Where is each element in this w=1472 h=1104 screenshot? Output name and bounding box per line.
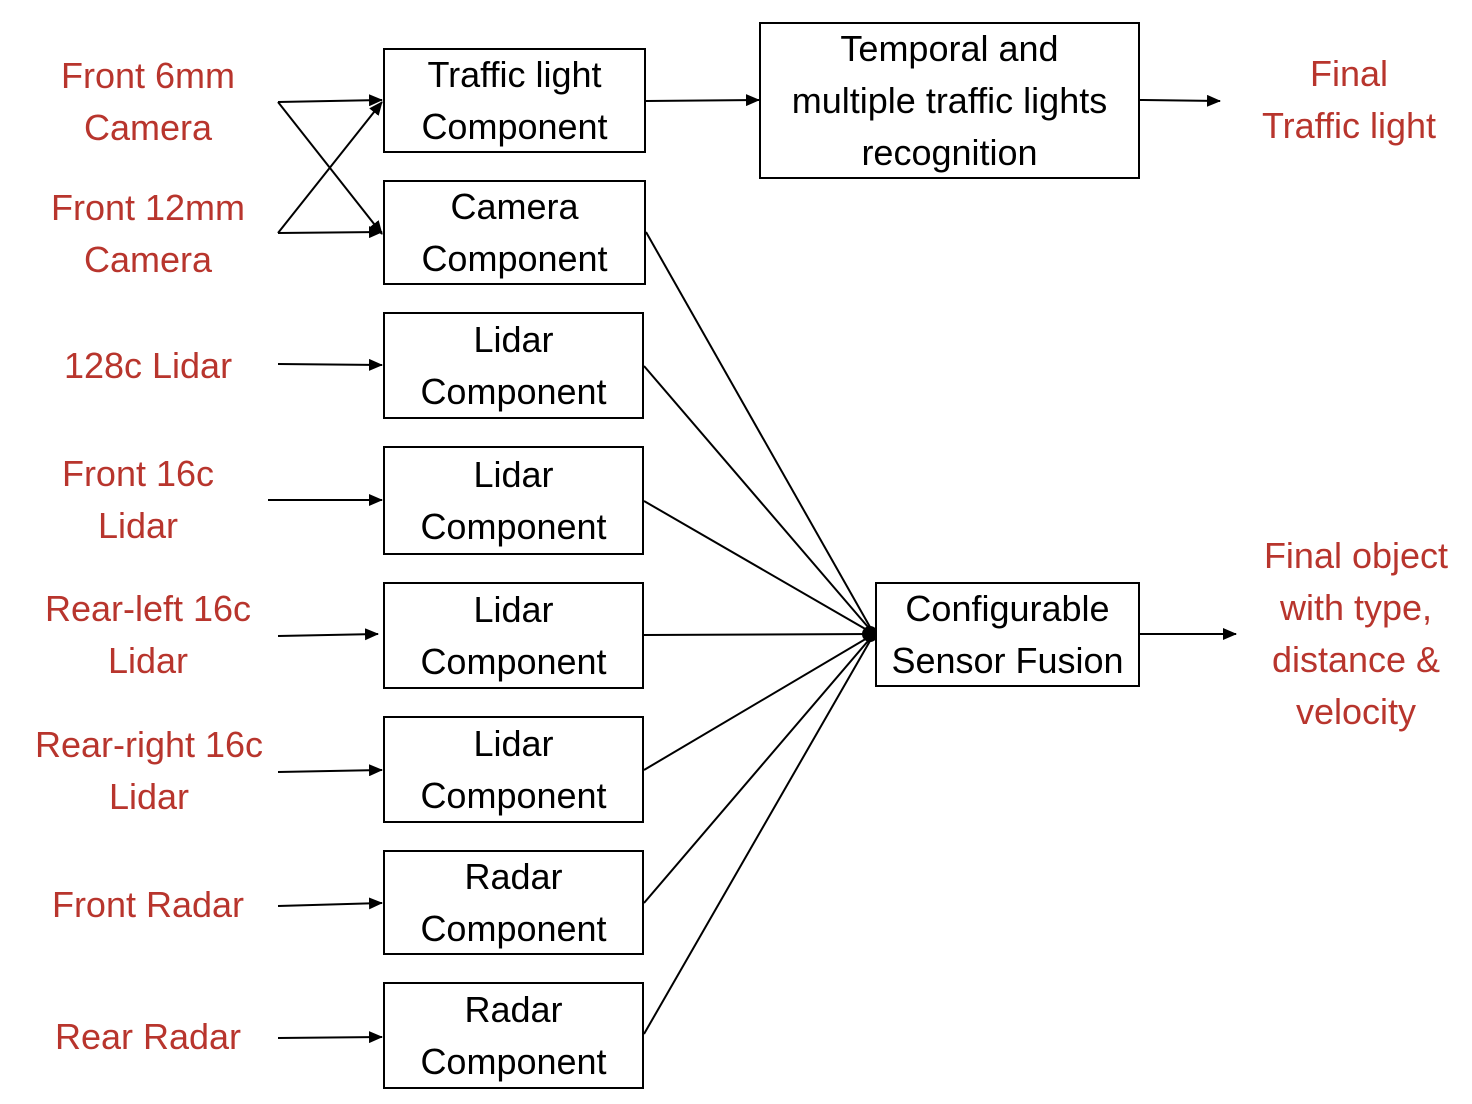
lidar-component-2-line2: Component <box>420 505 607 547</box>
lidar-component-box-3: Lidar Component <box>383 582 644 689</box>
radar-component-box-1: Radar Component <box>383 850 644 955</box>
wire-lidar3-to-fusion <box>643 633 875 636</box>
wire-temporal-to-output <box>1139 94 1221 107</box>
wire-front12-to-traffic <box>277 101 383 234</box>
radar-component-1-line2: Component <box>420 907 607 949</box>
temporal-line1: Temporal and <box>840 27 1059 69</box>
lidar-component-4-line2: Component <box>420 774 607 816</box>
source-128c-lidar: 128c Lidar <box>63 345 233 386</box>
wire-front6-to-traffic <box>277 94 383 107</box>
wire-rearradar-input <box>277 1031 383 1044</box>
radar-component-2-line2: Component <box>420 1040 607 1082</box>
camera-component-line1: Camera <box>450 185 579 227</box>
radar-component-1-line1: Radar <box>464 855 563 897</box>
wire-camera-to-fusion <box>645 231 875 635</box>
output-final-object: Final object with type, distance & veloc… <box>1263 535 1449 732</box>
fusion-line2: Sensor Fusion <box>891 639 1124 681</box>
traffic-light-component-line2: Component <box>421 105 608 147</box>
fusion-junction-dot <box>862 626 878 642</box>
lidar-component-box-4: Lidar Component <box>383 716 644 823</box>
source-rear-radar: Rear Radar <box>54 1016 242 1057</box>
camera-component-box: Camera Component <box>383 180 646 285</box>
wire-traffic-to-temporal <box>645 94 760 107</box>
wire-rearleft16-input <box>277 628 379 641</box>
wire-lidar4-to-fusion <box>643 633 875 771</box>
wire-rearright16-input <box>277 764 383 777</box>
source-front-radar: Front Radar <box>51 884 245 925</box>
lidar-component-3-line1: Lidar <box>473 588 554 630</box>
radar-component-box-2: Radar Component <box>383 982 644 1089</box>
wire-lidar2-to-fusion <box>643 500 875 635</box>
wire-lidar1-to-fusion <box>643 365 875 635</box>
temporal-line2: multiple traffic lights <box>791 79 1108 121</box>
lidar-component-box-2: Lidar Component <box>383 446 644 555</box>
lidar-component-4-line1: Lidar <box>473 722 554 764</box>
radar-component-2-line1: Radar <box>464 988 563 1030</box>
wire-lidar128-input <box>277 358 383 371</box>
lidar-component-3-line2: Component <box>420 640 607 682</box>
camera-component-line2: Component <box>421 237 608 279</box>
wire-frontradar-input <box>277 897 383 910</box>
traffic-light-component-box: Traffic light Component <box>383 48 646 153</box>
fusion-line1: Configurable <box>905 587 1110 629</box>
lidar-component-1-line1: Lidar <box>473 318 554 360</box>
temporal-line3: recognition <box>861 131 1038 173</box>
lidar-component-box-1: Lidar Component <box>383 312 644 419</box>
sensor-fusion-box: Configurable Sensor Fusion <box>875 582 1140 687</box>
temporal-recognition-box: Temporal and multiple traffic lights rec… <box>759 22 1140 179</box>
wire-radar2-to-fusion <box>643 633 875 1035</box>
lidar-component-2-line1: Lidar <box>473 453 554 495</box>
wire-front12-to-camera <box>277 226 383 239</box>
traffic-light-component-line1: Traffic light <box>427 53 602 95</box>
lidar-component-1-line2: Component <box>420 370 607 412</box>
wire-radar1-to-fusion <box>643 633 875 904</box>
